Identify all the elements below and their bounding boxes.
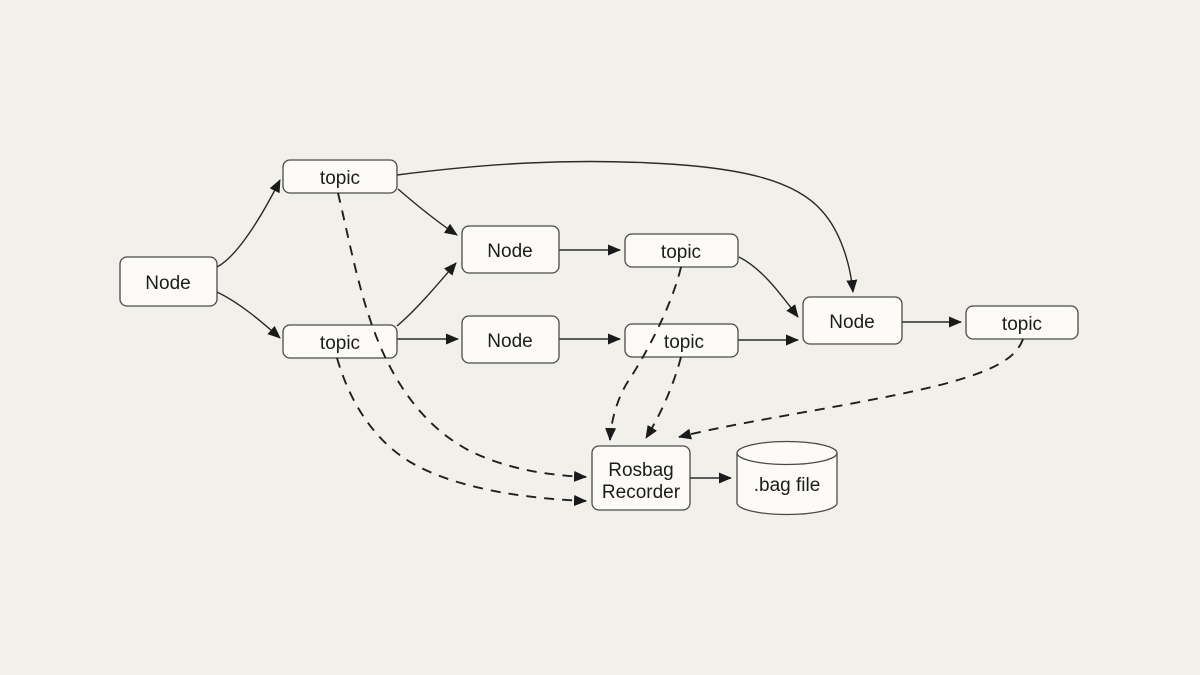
edge-topic-top-to-node-mid-top xyxy=(397,188,458,236)
node-box-mid-top: Node xyxy=(461,225,560,274)
rosbag-recorder-label-line2: Recorder xyxy=(602,482,681,503)
rosbag-recorder-label-line1: Rosbag xyxy=(608,460,674,481)
topic-mid-left-label: topic xyxy=(320,333,360,354)
node-mid-bottom-label: Node xyxy=(487,331,532,352)
topic-box-right-bottom: topic xyxy=(624,323,739,358)
edge-node-left-to-topic-top xyxy=(216,179,281,268)
cylinder-lid-curve xyxy=(736,452,838,466)
bag-file-label: .bag file xyxy=(754,475,821,496)
topic-right-top-label: topic xyxy=(661,242,701,263)
topic-box-right-top: topic xyxy=(624,233,739,268)
edge-dashed-topic-right-top-to-rosbag xyxy=(605,266,682,441)
topic-box-far-right: topic xyxy=(965,305,1079,340)
node-left-label: Node xyxy=(145,273,190,294)
edge-dashed-topic-mid-left-to-rosbag xyxy=(336,357,587,507)
topic-box-mid-left: topic xyxy=(282,324,398,359)
node-box-right: Node xyxy=(802,296,903,345)
node-mid-top-label: Node xyxy=(487,241,532,262)
cylinder-body xyxy=(736,440,838,516)
node-box-mid-bottom: Node xyxy=(461,315,560,364)
rosbag-recorder-box: Rosbag Recorder xyxy=(591,445,691,511)
edge-dashed-topic-right-bottom-to-rosbag xyxy=(645,356,682,439)
topic-box-top: topic xyxy=(282,159,398,194)
topic-right-bottom-label: topic xyxy=(664,332,704,353)
topic-far-right-label: topic xyxy=(1002,314,1042,335)
edge-dashed-topic-far-right-to-rosbag xyxy=(678,338,1024,440)
node-right-label: Node xyxy=(829,312,874,333)
edge-dashed-topic-top-to-rosbag xyxy=(337,192,587,482)
edge-topic-mid-left-to-node-mid-top xyxy=(396,262,457,327)
edge-topic-top-to-node-right xyxy=(396,160,858,293)
edge-topic-right-top-to-node-right xyxy=(738,256,799,318)
topic-top-label: topic xyxy=(320,168,360,189)
bag-file-cylinder: .bag file xyxy=(736,440,838,516)
node-box-left: Node xyxy=(119,256,218,307)
edge-node-left-to-topic-mid-left xyxy=(216,291,281,339)
